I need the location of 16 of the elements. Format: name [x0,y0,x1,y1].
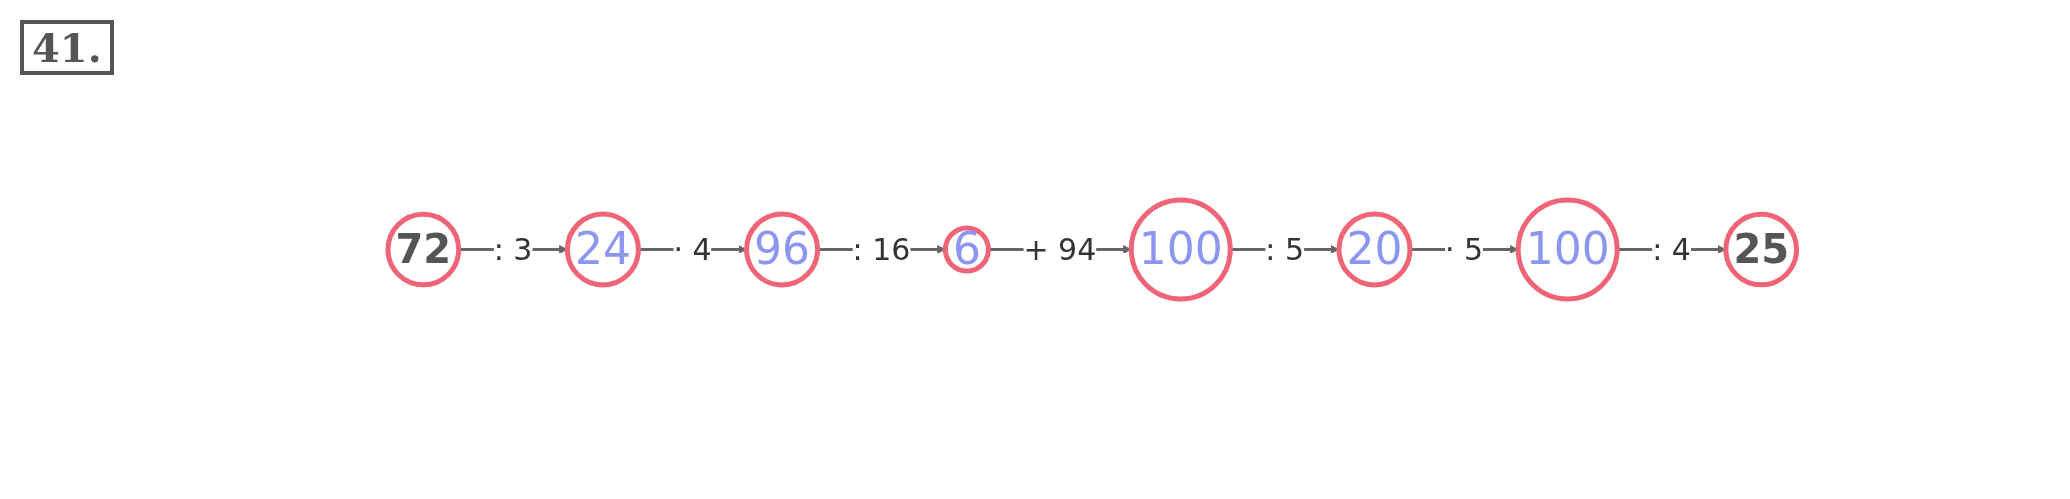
edge-label: : 16 [852,231,910,267]
node-circle: 100 [1515,197,1620,302]
edge-label: + 94 [1022,231,1096,267]
node-circle: 96 [743,211,820,288]
exercise-number: 41. [20,20,114,75]
node-circle: 20 [1336,211,1412,288]
node-circle: 6 [942,225,991,274]
node-circle: 72 [385,211,461,288]
node-circle: 100 [1128,197,1233,302]
edge-label: : 3 [493,231,532,267]
edge-label: : 5 [1264,231,1304,267]
node-circle: 25 [1722,211,1799,288]
edge-label: : 4 [1651,231,1691,267]
node-circle: 24 [564,211,641,288]
edge-label: · 5 [1444,231,1483,267]
edge-label: · 4 [672,231,712,267]
